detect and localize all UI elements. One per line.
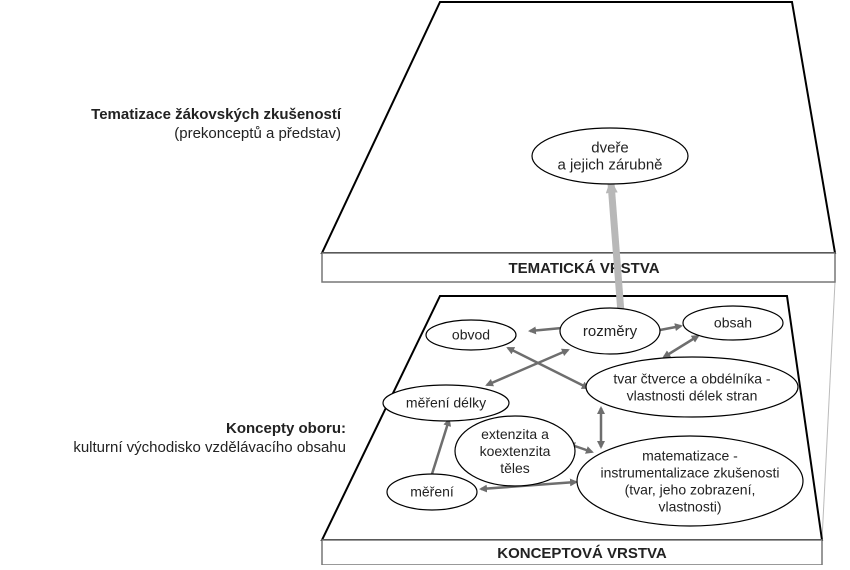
node-ellipse: [682, 305, 784, 341]
arrow-mereni-delky: [430, 418, 452, 475]
arrow-rozmery-obvod: [528, 326, 563, 335]
arrow-rozmery-mereni-delky: [485, 348, 570, 387]
node-obsah: obsah: [682, 305, 784, 341]
node-label-line: instrumentalizace zkušenosti: [601, 464, 780, 480]
node-ellipse: [585, 356, 799, 418]
node-label-line: vlastnosti): [658, 498, 721, 514]
node-label-line: obsah: [714, 314, 752, 330]
node-label-line: rozměry: [583, 323, 638, 340]
node-mereni: měření: [386, 473, 478, 511]
node-matematizace: matematizace -instrumentalizace zkušenos…: [576, 435, 804, 527]
thematic-caption: Tematizace žákovských zkušeností (prekon…: [1, 105, 341, 143]
node-ellipse: [454, 415, 576, 487]
arrow-rozmery-obsah: [659, 323, 683, 332]
node-ellipse: [559, 307, 661, 355]
thematic-plane: [320, 1, 837, 254]
node-label-line: obvod: [452, 326, 490, 342]
thematic-subheading: (prekonceptů a představ): [174, 125, 341, 142]
node-label-line: měření: [410, 483, 454, 499]
node-label-line: dveře: [591, 139, 629, 156]
conceptual-heading: Koncepty oboru:: [226, 420, 346, 437]
node-obvod: obvod: [425, 319, 517, 351]
node-rozmery: rozměry: [559, 307, 661, 355]
thematic-heading: Tematizace žákovských zkušeností: [91, 106, 341, 123]
conceptual-layer-label: KONCEPTOVÁ VRSTVA: [497, 545, 667, 562]
node-label-line: matematizace -: [642, 447, 738, 463]
concept-arrows: [430, 323, 700, 493]
connector-right: [821, 281, 836, 541]
conceptual-caption: Koncepty oboru: kulturní východisko vzdě…: [0, 419, 346, 457]
thematic-layer-label: TEMATICKÁ VRSTVA: [508, 260, 659, 277]
node-label-line: koextenzita: [480, 443, 551, 459]
node-label-line: a jejich zárubně: [557, 156, 662, 173]
node-label-line: měření délky: [406, 394, 486, 410]
node-ellipse: [386, 473, 478, 511]
node-ellipse: [382, 384, 510, 422]
thematic-layer-band: [321, 252, 836, 283]
node-label-line: vlastnosti délek stran: [627, 387, 758, 403]
conceptual-subheading: kulturní východisko vzdělávacího obsahu: [73, 439, 346, 456]
node-label-line: extenzita a: [481, 426, 549, 442]
node-label-line: těles: [500, 460, 530, 476]
arrow-obsah-tvar: [662, 334, 700, 359]
node-label-line: (tvar, jeho zobrazení,: [625, 481, 756, 497]
node-ellipse: [576, 435, 804, 527]
node-ellipse: [531, 127, 689, 185]
node-mereni-delky: měření délky: [382, 384, 510, 422]
node-label-line: tvar čtverce a obdélníka -: [613, 370, 771, 386]
link-rozmery-dvere: [605, 179, 625, 314]
node-ellipse: [425, 319, 517, 351]
node-tvar: tvar čtverce a obdélníka -vlastnosti dél…: [585, 356, 799, 418]
